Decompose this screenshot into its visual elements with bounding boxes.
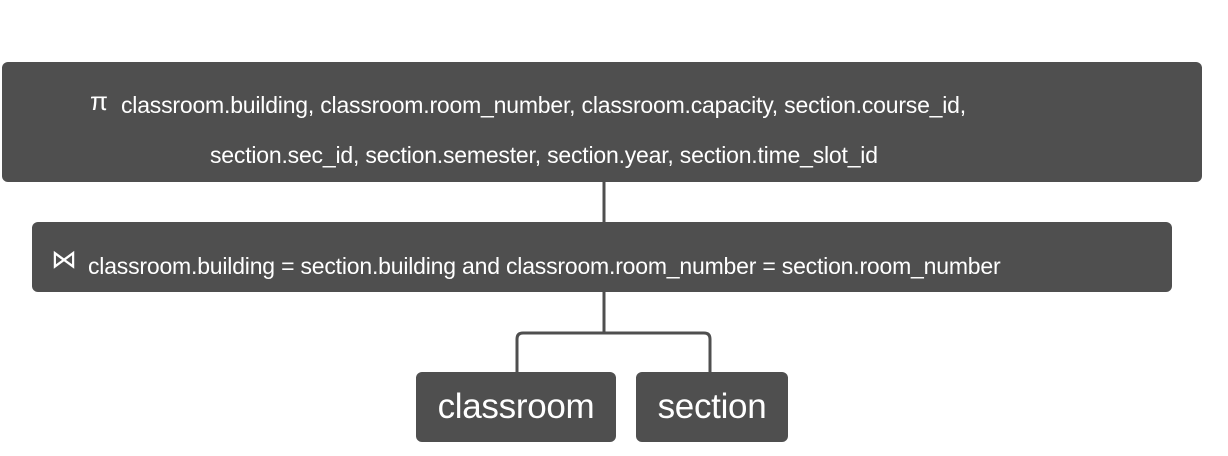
projection-symbol-icon: π bbox=[90, 86, 108, 116]
join-condition: classroom.building = section.building an… bbox=[88, 253, 1001, 279]
join-node: ⋈ classroom.building = section.building … bbox=[32, 222, 1172, 292]
projection-node: π classroom.building, classroom.room_num… bbox=[2, 62, 1202, 182]
projection-attributes-line-2: section.sec_id, section.semester, sectio… bbox=[210, 142, 878, 168]
relation-section: section bbox=[636, 372, 788, 442]
edge-join-branches bbox=[515, 331, 712, 372]
projection-attributes-line-1: classroom.building, classroom.room_numbe… bbox=[121, 92, 966, 118]
relation-classroom: classroom bbox=[416, 372, 616, 442]
join-symbol-icon: ⋈ bbox=[51, 244, 77, 274]
